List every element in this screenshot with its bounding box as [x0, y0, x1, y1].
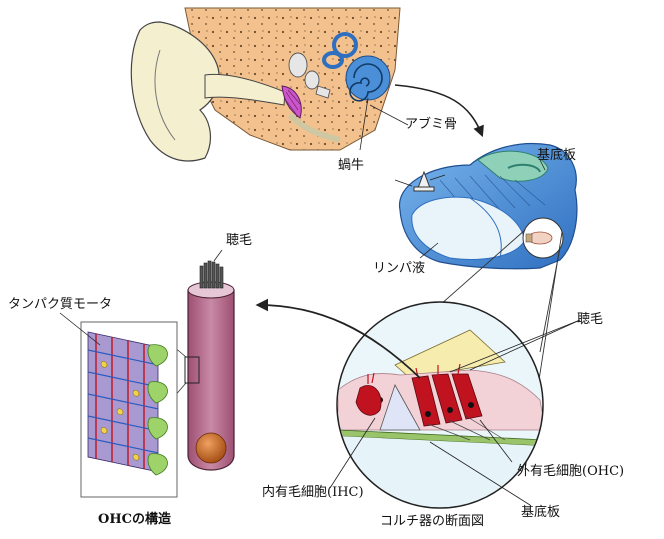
motor-protein-structure [60, 313, 177, 497]
ear-cross-section [131, 8, 482, 161]
nucleus [196, 433, 226, 463]
label-stereocilia-top: 聴毛 [226, 233, 252, 249]
cochlea-icon [346, 56, 390, 101]
label-basilar-membrane-bottom: 基底板 [521, 505, 560, 521]
label-ohc-structure: OHCの構造 [98, 512, 171, 528]
label-stereocilia-right: 聴毛 [577, 312, 603, 328]
label-stapes: アブミ骨 [405, 117, 457, 133]
label-basilar-membrane-top: 基底板 [537, 148, 576, 164]
label-lymph: リンパ液 [373, 261, 425, 277]
corti-cross-section [330, 302, 580, 520]
label-ohc: 外有毛細胞(OHC) [517, 464, 624, 480]
label-motor-protein: タンパク質モータ [8, 297, 112, 313]
label-cochlea: 蝸牛 [338, 158, 364, 174]
label-corti-section: コルチ器の断面図 [380, 514, 484, 530]
label-ihc: 内有毛細胞(IHC) [262, 485, 364, 501]
